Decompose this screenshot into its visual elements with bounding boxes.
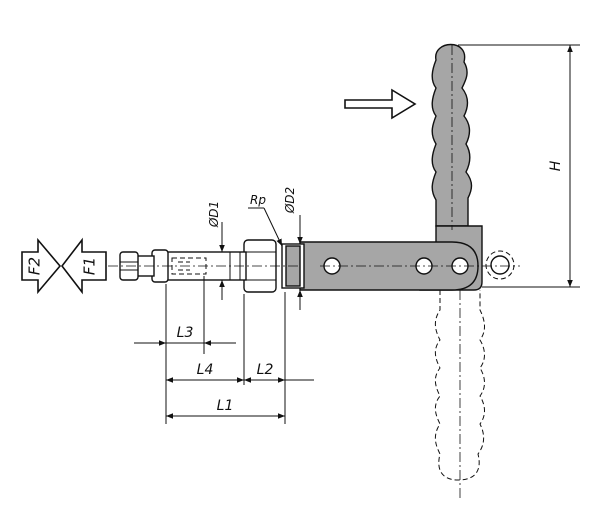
dimension-l4: L4 [166,362,244,383]
dimension-label-l4: L4 [197,362,214,378]
push-arrow [344,88,417,120]
force-arrow-f1 [60,237,107,295]
dimension-d2: ØD2 [283,187,303,310]
force-arrows: F2 F1 [21,237,107,295]
pivot-end-boss [490,255,510,275]
rp-leader: Rp [248,193,283,247]
lever-link [299,241,520,291]
extension-lines [165,276,286,424]
dimension-label-l1: L1 [217,398,234,414]
force-label-f2: F2 [26,257,44,275]
dimension-h: H [458,44,580,288]
dimension-label-d2: ØD2 [283,187,297,214]
force-label-f1: F1 [81,257,99,275]
handle-open-phantom [434,250,515,500]
plunger-assembly [108,239,300,293]
dimension-label-l3: L3 [177,325,194,341]
dimension-label-h: H [548,160,564,171]
dimension-label-rp: Rp [250,193,266,207]
dimension-d1: ØD1 [207,201,225,300]
dimension-label-d1: ØD1 [207,201,221,228]
dimension-l1: L1 [166,398,285,419]
dimension-l3: L3 [134,325,236,346]
force-arrow-f2 [21,237,62,295]
dimension-label-l2: L2 [257,362,274,378]
dimension-l2: L2 [244,362,314,383]
